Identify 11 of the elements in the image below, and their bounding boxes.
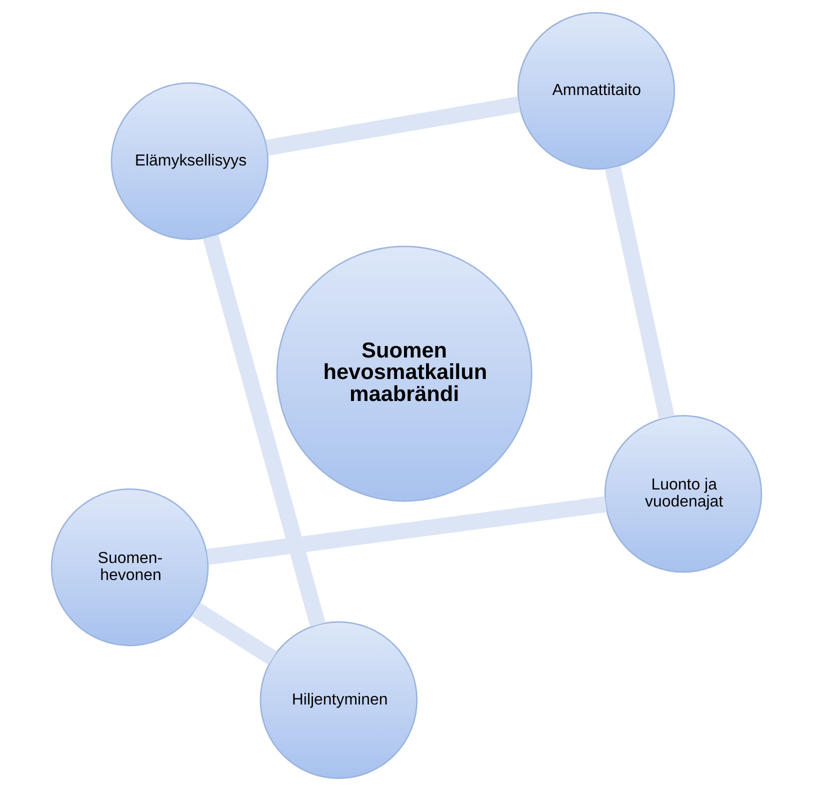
node-circle: Hiljentyminen bbox=[260, 621, 418, 779]
node-circle: Elämyksellisyys bbox=[110, 82, 269, 240]
node-circle: Luonto ja vuodenajat bbox=[604, 415, 762, 573]
node-circle: Suomen- hevonen bbox=[50, 488, 209, 646]
connector bbox=[266, 96, 520, 156]
connector bbox=[206, 496, 607, 565]
node-circle: Ammattitaito bbox=[517, 12, 676, 170]
node-circle: Suomen hevosmatkailun maabrändi bbox=[276, 246, 532, 502]
connector bbox=[192, 602, 277, 665]
connector bbox=[604, 166, 675, 420]
connector bbox=[202, 234, 326, 627]
